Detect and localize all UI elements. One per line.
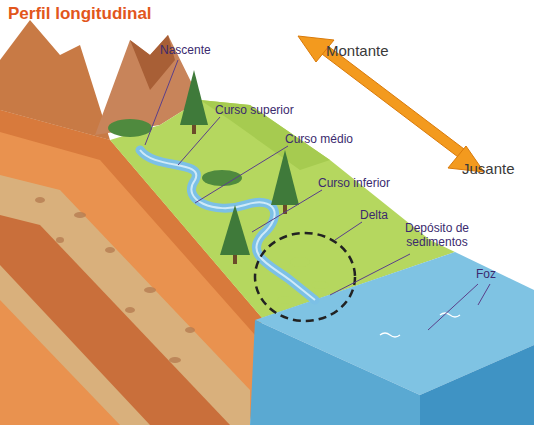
part-label: Curso inferior [318,177,390,191]
diagram-title: Perfil longitudinal [8,4,152,24]
part-label: Foz [476,268,496,282]
part-label: Curso médio [285,133,353,147]
part-label: Curso superior [215,104,294,118]
part-label: Delta [360,209,388,223]
part-label: Nascente [160,44,211,58]
direction-label: Montante [326,42,389,59]
direction-label: Jusante [462,160,515,177]
part-label: Depósito de sedimentos [392,222,482,250]
